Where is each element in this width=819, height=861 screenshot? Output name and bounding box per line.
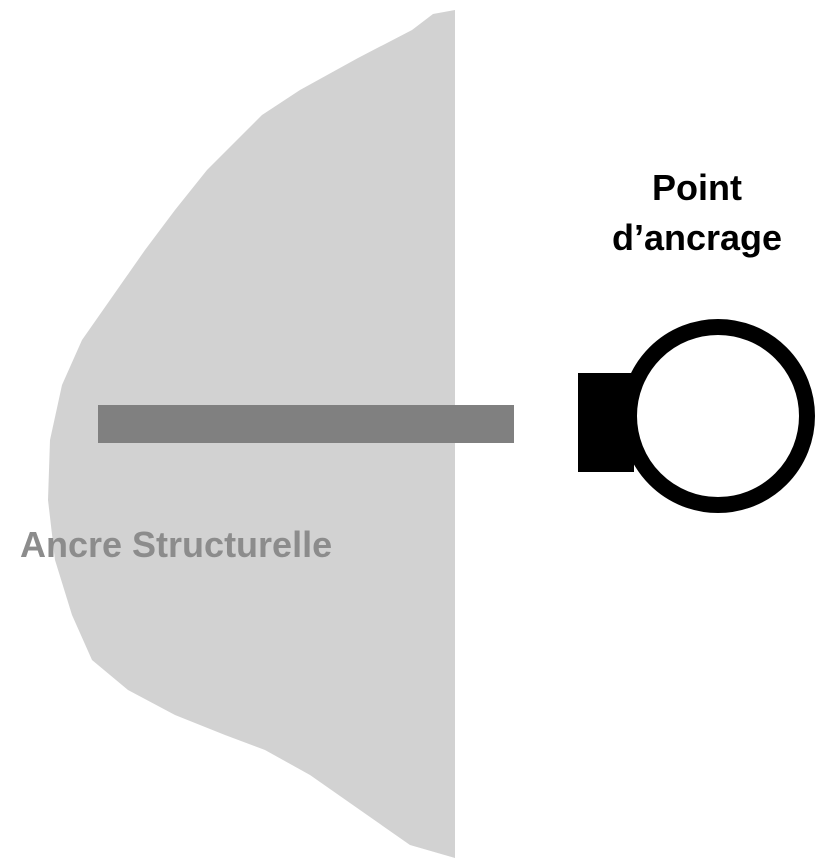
anchor-rod [98, 405, 514, 443]
structural-anchor-label: Ancre Structurelle [20, 524, 333, 565]
anchor-ring [621, 319, 815, 513]
anchor-point-label: Point d’ancrage [562, 163, 819, 263]
anchor-point-label-line1: Point [652, 167, 742, 208]
anchor-point-label-line2: d’ancrage [611, 217, 783, 258]
